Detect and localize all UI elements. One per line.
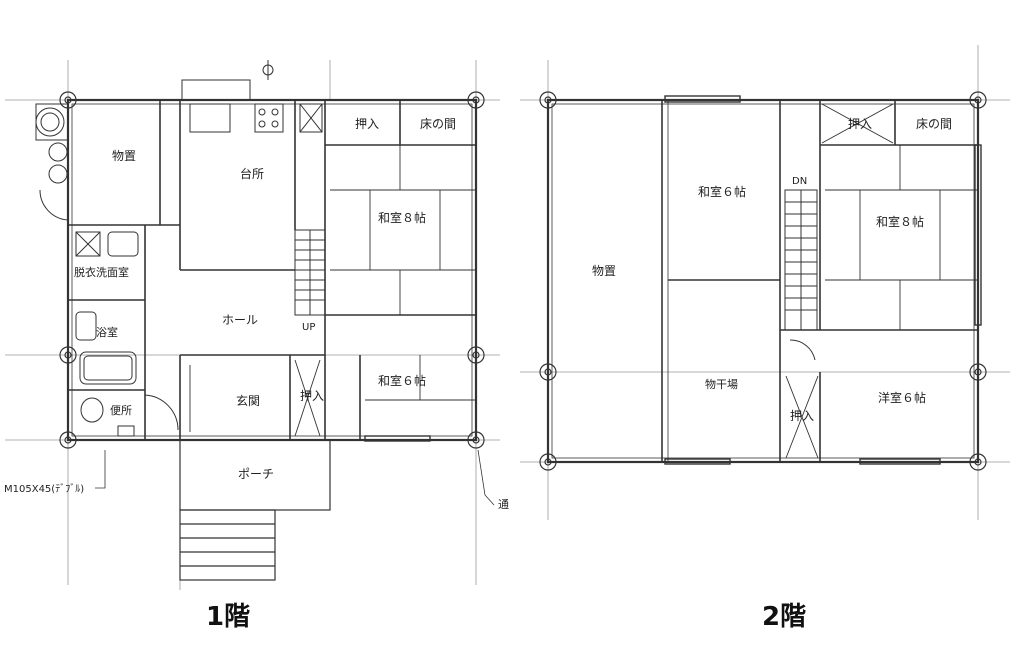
f1-kitchen-label: 台所 [240,166,264,181]
f1-washitsu8-label: 和室８帖 [378,210,426,225]
f2-drying-label: 物干場 [705,377,738,391]
f1-oshiire-top-label: 押入 [355,117,379,131]
f1-toilet-label: 便所 [110,404,132,417]
f2-oshiire-low-label: 押入 [790,409,814,423]
f1-washitsu6-label: 和室６帖 [378,373,426,388]
f2-storage-label: 物置 [592,264,616,278]
f2-tokonoma-label: 床の間 [916,117,952,131]
f2-washitsu6-label: 和室６帖 [698,184,746,199]
f1-dressing-label: 脱衣洗面室 [74,265,129,279]
floor2-label: 2階 [762,602,807,632]
f2-oshiire-top-label: 押入 [848,117,872,131]
f1-tokonoma-label: 床の間 [420,117,456,131]
f1-note-annotation: 通 [498,498,509,511]
f1-bath-label: 浴室 [96,325,118,339]
f1-storage-label: 物置 [112,149,136,163]
f2-dn-label: DN [792,176,807,187]
floor1-label: 1階 [206,602,251,632]
f1-up-label: UP [302,322,315,333]
f1-porch-label: ポーチ [238,467,274,481]
f2-washitsu8-label: 和室８帖 [876,214,924,229]
f1-hall-label: ホール [222,313,258,327]
f1-meter-annotation: M105X45(ﾃﾞﾌﾞﾙ) [4,483,84,495]
f1-oshiire-mid-label: 押入 [300,389,324,403]
f1-entrance-label: 玄関 [236,393,260,408]
f2-youshitsu6-label: 洋室６帖 [878,390,926,405]
